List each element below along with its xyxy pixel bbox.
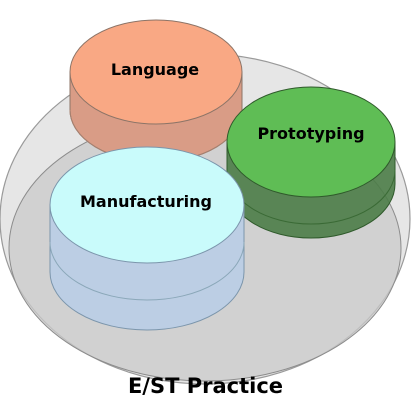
disc-prototyping-top [226,86,396,198]
disc-prototyping: Prototyping [226,86,396,239]
disc-prototyping-label: Prototyping [257,124,364,143]
disc-language: Language [69,19,243,163]
disc-language-label: Language [111,60,199,79]
diagram-title: E/ST Practice [127,374,284,398]
disc-language-top [69,19,243,125]
disc-manufacturing-top [49,146,245,264]
disc-manufacturing-label: Manufacturing [80,192,212,211]
disc-manufacturing: Manufacturing [49,146,245,331]
